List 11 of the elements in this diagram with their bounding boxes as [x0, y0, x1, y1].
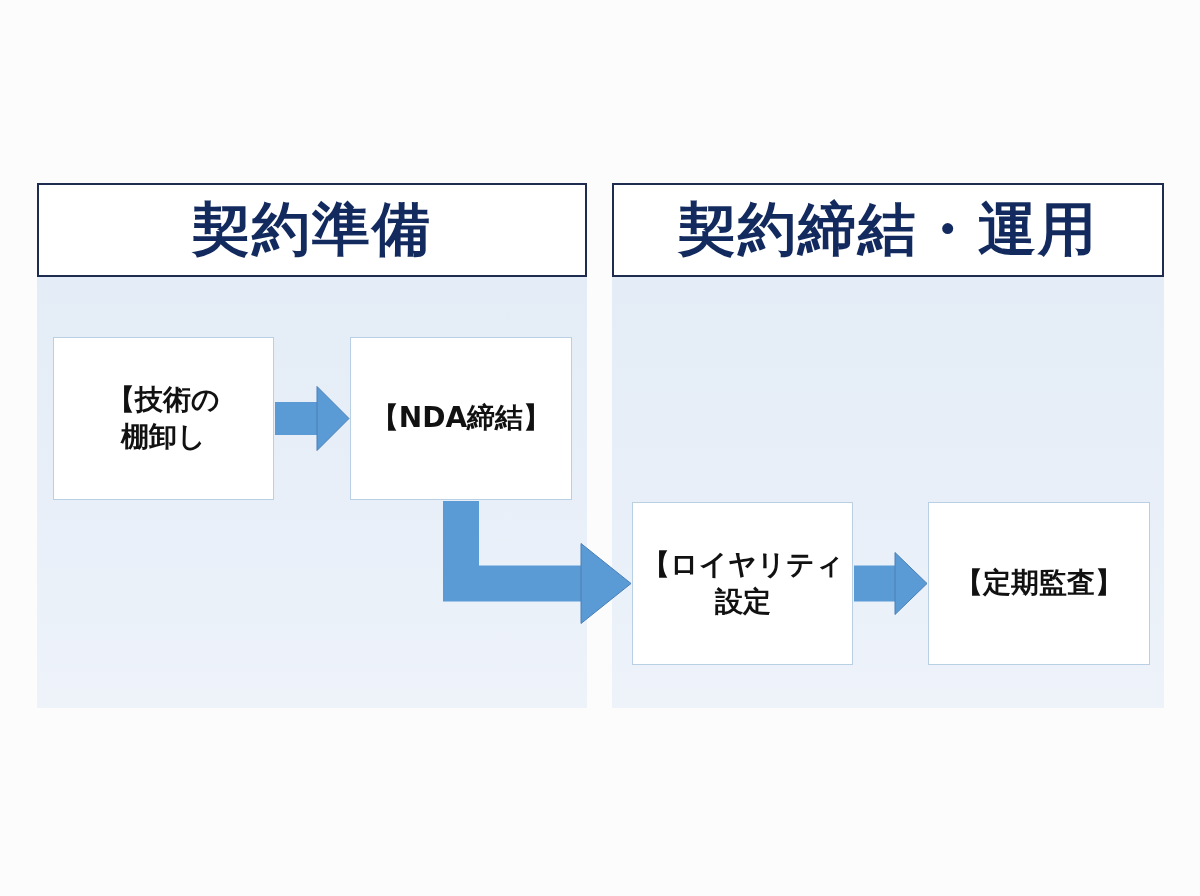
- heading-box: 契約締結・運用: [612, 183, 1164, 277]
- stage-panel: [612, 183, 1164, 708]
- process-box: 【技術の棚卸し: [53, 337, 274, 500]
- heading-box: 契約準備: [37, 183, 587, 277]
- process-box: 【定期監査】: [928, 502, 1150, 665]
- stage-panel: [37, 183, 587, 708]
- arrow: [443, 501, 632, 624]
- arrow: [854, 552, 928, 615]
- process-box: 【NDA締結】: [350, 337, 572, 500]
- arrow: [275, 386, 350, 451]
- process-box: 【ロイヤリティ設定: [632, 502, 853, 665]
